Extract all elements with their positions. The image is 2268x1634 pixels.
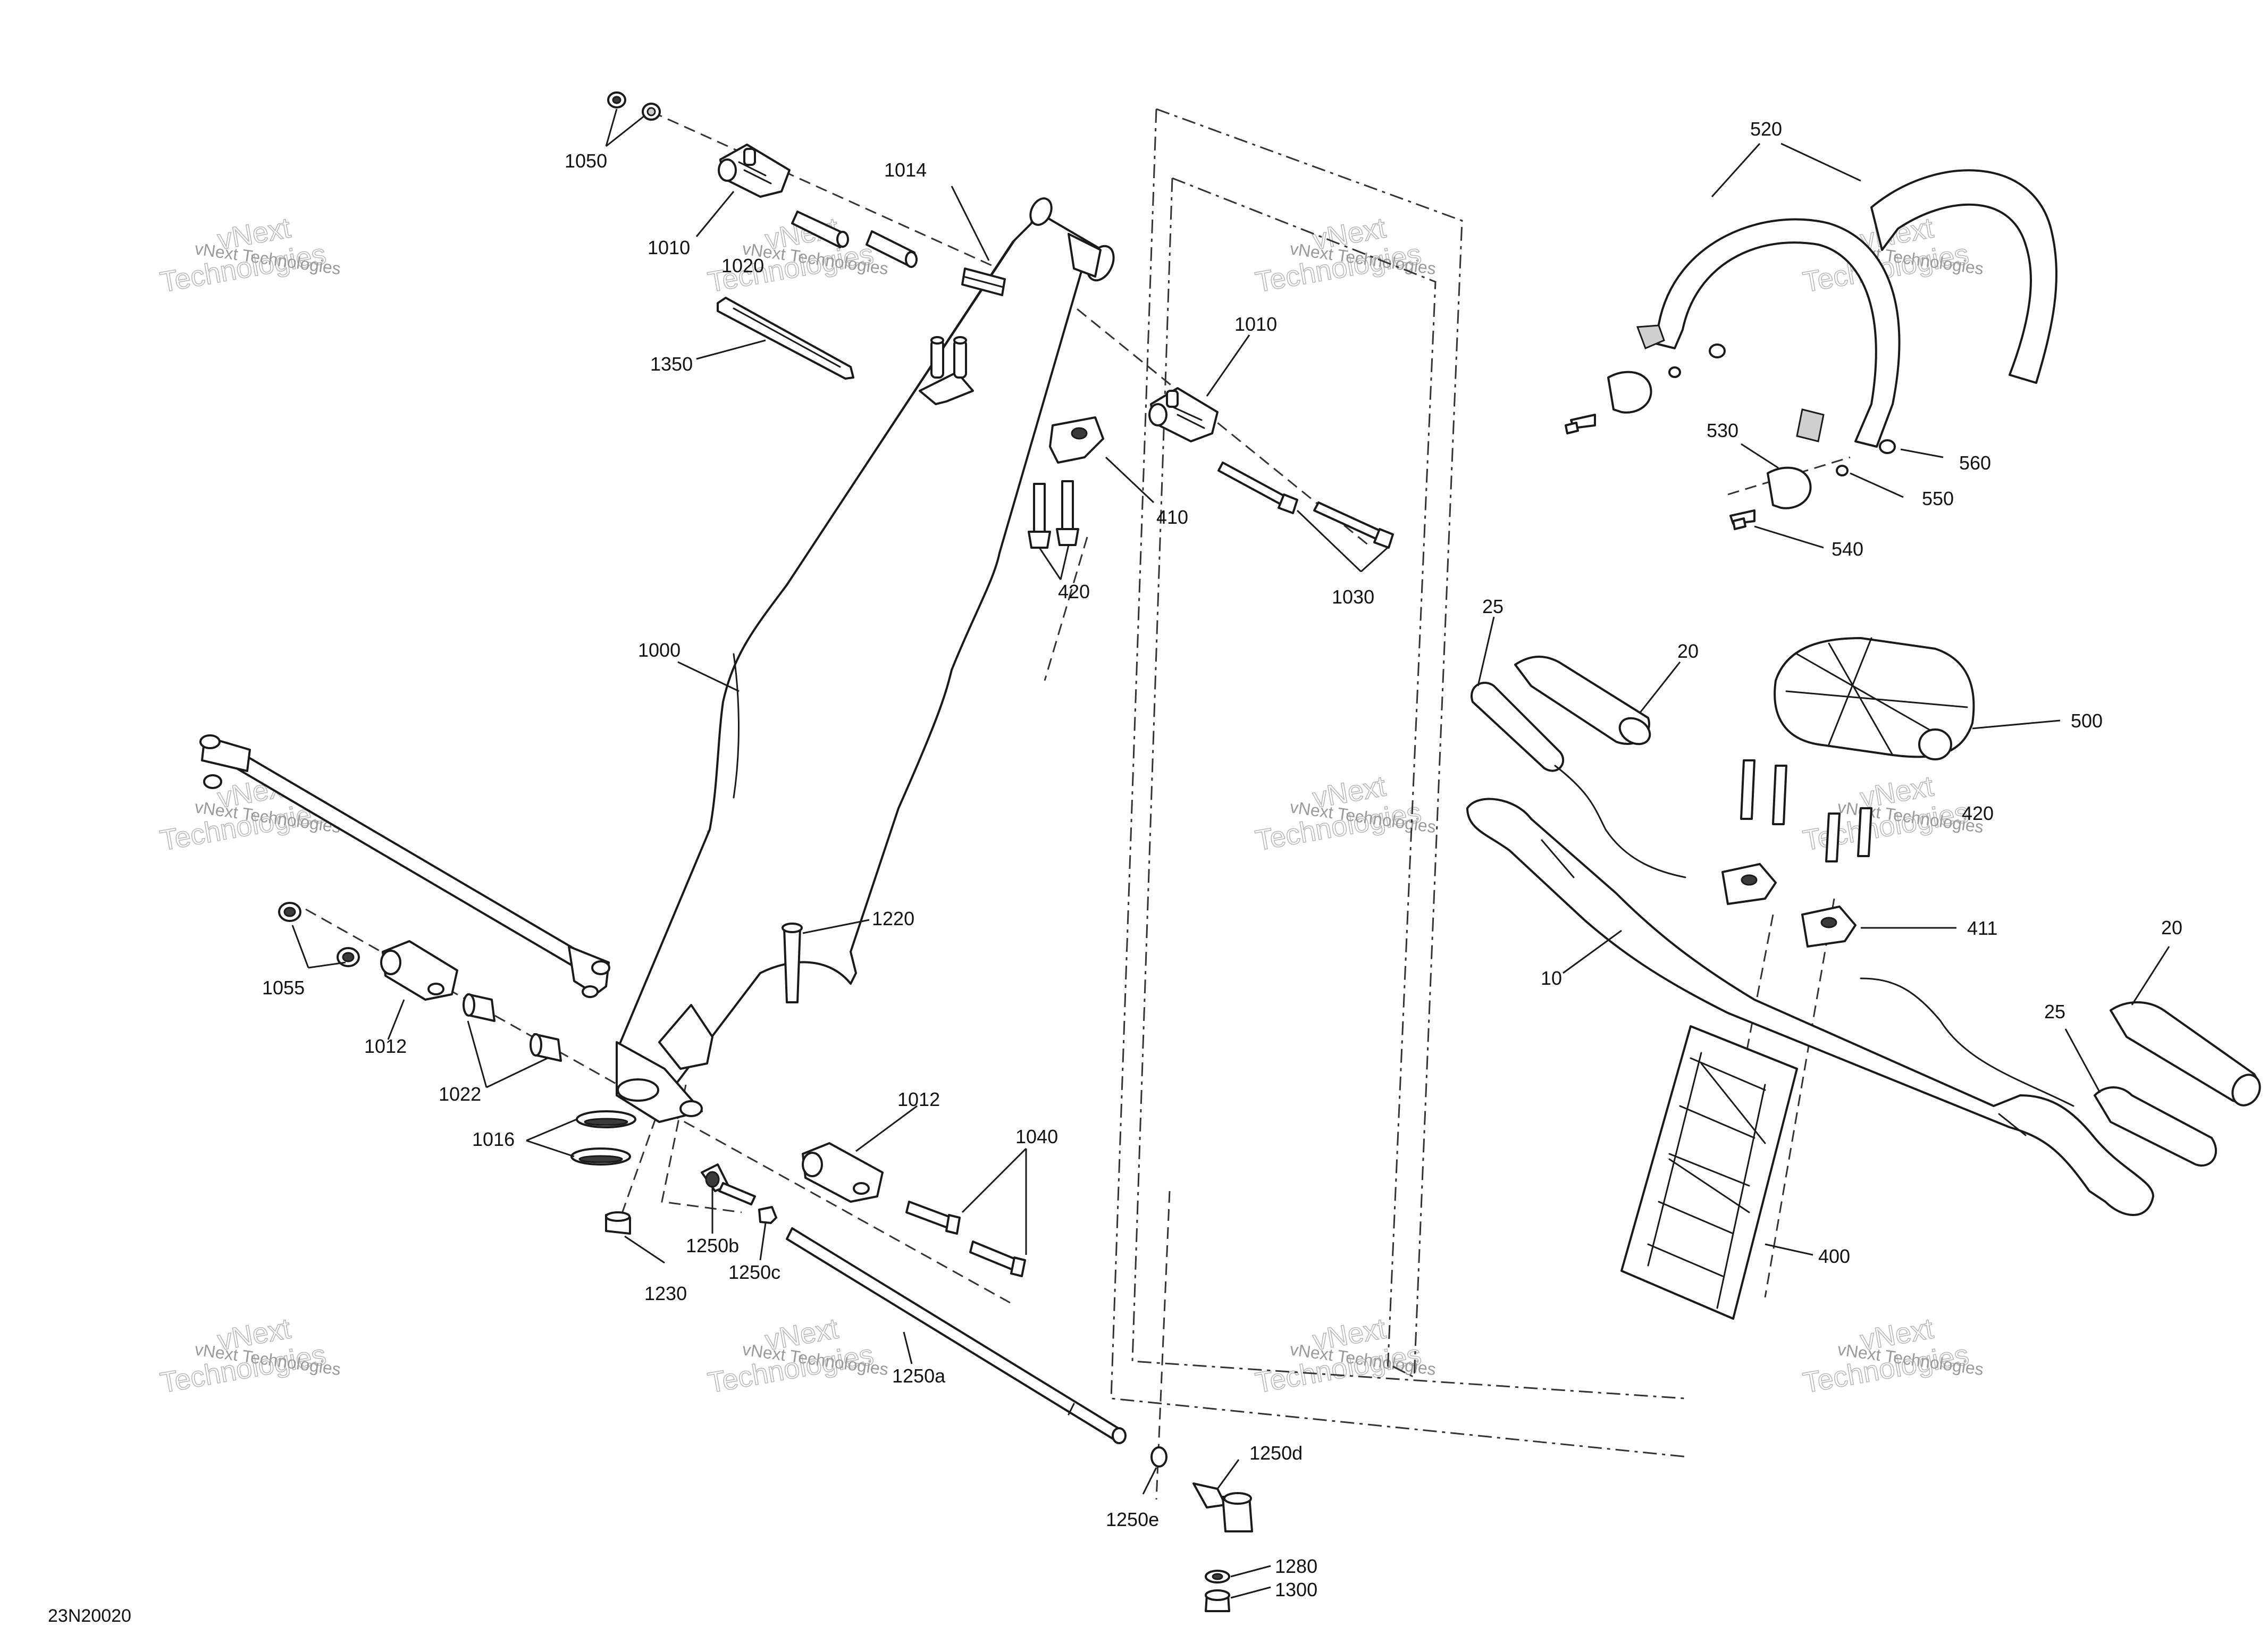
callout-530: 530 [1707,420,1738,441]
clamp-1010-lower [1148,387,1219,442]
explosion-axis [616,1100,663,1229]
explosion-axis [1764,898,1835,1298]
callout-400: 400 [1818,1245,1850,1267]
diagram-code: 23N20020 [48,1606,131,1626]
callout-1220: 1220 [872,908,914,929]
nut-560 [1709,343,1896,454]
washer-1280 [1205,1570,1230,1583]
callout-1230: 1230 [644,1283,687,1304]
ring-1014 [961,267,1006,296]
callout-410: 410 [1156,506,1188,528]
bolt-420 [1028,480,1079,549]
callout-1250c: 1250c [728,1261,780,1283]
callout-1280: 1280 [1275,1555,1317,1577]
leader-lines [291,108,2170,1599]
assembly-frame-inner [1172,177,1437,1372]
callout-411: 411 [1967,917,1997,939]
callout-20-right: 20 [2161,917,2182,938]
grip-20-right [2110,1001,2261,1107]
callout-550: 550 [1922,488,1954,509]
callout-520: 520 [1750,118,1782,140]
callout-1050: 1050 [565,150,607,172]
callout-1016: 1016 [472,1128,515,1150]
callout-25: 25 [1482,596,1503,617]
clamp-1012-lower [802,1142,884,1203]
plate-1350 [717,297,854,380]
bolt-540 [1565,422,1746,530]
callout-25-right: 25 [2044,1001,2065,1023]
handlebar-10 [1466,798,2154,1216]
nut-1055 [278,902,360,967]
pin-1220 [782,923,803,1003]
clamp-411 [1721,863,1857,948]
clamp-1012 [380,940,458,1001]
callout-1250d: 1250d [1249,1442,1303,1464]
callout-1030: 1030 [1332,586,1374,608]
nut-1300 [1205,1589,1230,1612]
callout-1010-lower: 1010 [1234,313,1277,335]
assembly-frame-outer [1156,108,1463,1379]
rod-1250a [786,1227,1127,1444]
assembly-frame-inner [1131,178,1686,1400]
callout-1055: 1055 [262,977,305,999]
callout-1014: 1014 [884,159,927,181]
nut-1250e [1150,1446,1167,1468]
callout-500: 500 [2071,710,2103,732]
pad-500 [1774,637,1975,760]
callout-1010: 1010 [648,237,690,258]
washer-550 [1668,366,1849,476]
disc-1016 [570,1110,636,1166]
callout-1250e: 1250e [1106,1509,1159,1530]
callout-1020: 1020 [721,255,764,276]
grip-25-right [1860,977,2217,1167]
callout-1012-lower: 1012 [897,1088,940,1110]
clamp-1010 [718,144,791,198]
assembly-frame-outer [1110,108,1689,1458]
steering-column-1000 [616,197,1115,1123]
bolt-1030 [1217,462,1394,549]
clamp-410 [1049,416,1104,464]
callout-1300: 1300 [1275,1579,1317,1601]
tie-rod [199,734,610,998]
spacer-1022 [463,993,562,1062]
callout-labels: 1050 1010 1020 1014 1350 1010 410 420 10… [262,118,2182,1601]
bolt-1040 [905,1201,1026,1277]
callout-20: 20 [1677,640,1699,662]
bushing-1230 [605,1211,631,1235]
nut-1250c [758,1206,777,1224]
callout-420-right: 420 [1962,802,1994,824]
callout-10: 10 [1541,967,1562,989]
bushing-1020 [791,211,918,268]
callout-1012: 1012 [364,1035,407,1057]
callout-540: 540 [1832,538,1863,560]
grip-20-left [1514,656,1651,745]
bolt-420-right [1740,759,1872,862]
strap-520 [1636,169,2058,448]
callout-1040: 1040 [1015,1126,1058,1147]
callout-1250a: 1250a [892,1365,946,1387]
callout-1000: 1000 [638,639,681,661]
riser-400 [1620,1025,1798,1320]
stud-1250b [701,1163,756,1205]
callout-560: 560 [1959,452,1991,474]
callout-420: 420 [1058,581,1090,602]
callout-1022: 1022 [439,1083,481,1105]
clamp-530 [1570,371,1812,525]
callout-1350: 1350 [650,353,693,375]
explosion-axis [1044,537,1088,681]
explosion-axis [661,1084,742,1213]
post-clamp-upper [919,336,974,405]
ball-joint-1250d [1192,1482,1253,1532]
nut-1050 [607,91,661,121]
callout-1250b: 1250b [686,1235,739,1256]
grip-25-left [1471,682,1686,878]
